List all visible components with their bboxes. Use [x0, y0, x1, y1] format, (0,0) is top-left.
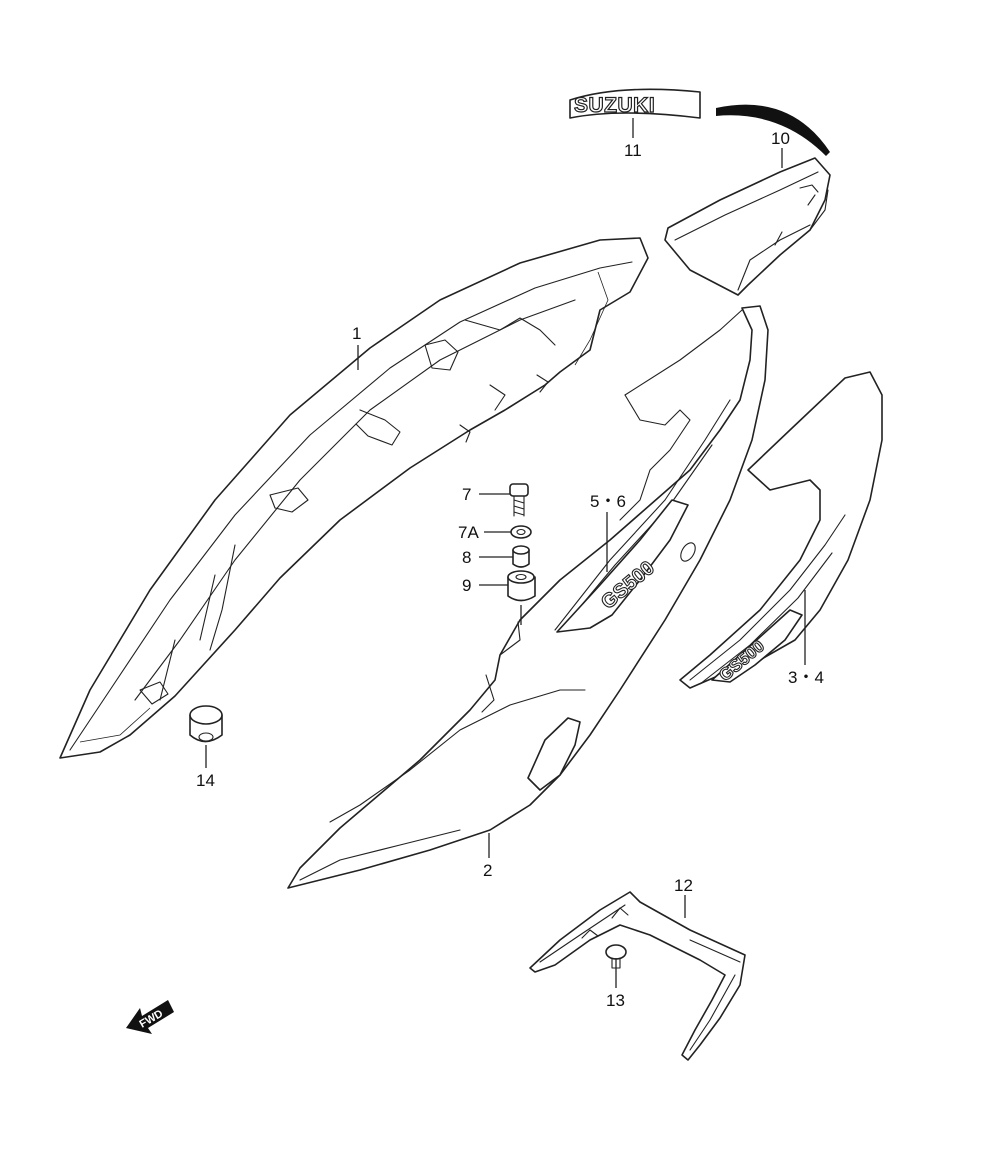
- callout-7: 7: [462, 485, 471, 504]
- emblem-brand-text: SUZUKI: [574, 94, 655, 117]
- part-9-grommet: [507, 570, 536, 602]
- callout-13: 13: [606, 991, 625, 1010]
- callout-9: 9: [462, 576, 471, 595]
- callout-8: 8: [462, 548, 471, 567]
- part-7a-washer: [510, 525, 532, 539]
- callout-11: 11: [624, 141, 642, 160]
- callout-1: 1: [352, 324, 361, 343]
- part-11-emblem: SUZUKI: [569, 88, 830, 156]
- callout-12: 12: [674, 876, 693, 895]
- part-7-bolt: [509, 483, 529, 517]
- fwd-label: FWD: [138, 1008, 166, 1031]
- callout-10: 10: [771, 129, 790, 148]
- callout-14: 14: [196, 771, 215, 790]
- part-14-cushion: [189, 705, 223, 743]
- callout-3-4: 3・4: [788, 668, 824, 687]
- part-8-collar: [512, 545, 530, 568]
- callout-5-6: 5・6: [590, 492, 626, 511]
- callout-labels: 1 2 3・4 5・6 7 7A 8 9 10 11 12 13 14: [196, 129, 824, 1010]
- fwd-arrow-icon: FWD: [126, 1000, 174, 1034]
- part-2-side-cover: GS500: [287, 305, 769, 889]
- callout-2: 2: [483, 861, 492, 880]
- callout-7a: 7A: [458, 523, 479, 542]
- leader-lines: [205, 118, 806, 988]
- part-1-frame-cover: [59, 237, 649, 759]
- part-12-bracket: [529, 891, 746, 1061]
- part-10-tail-cover: [664, 157, 831, 296]
